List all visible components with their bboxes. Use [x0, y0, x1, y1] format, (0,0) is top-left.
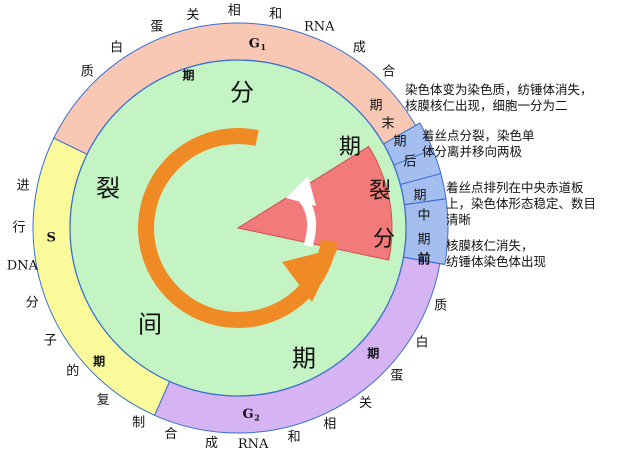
- g2-text-char: 白: [416, 334, 429, 350]
- g2-text-char: 质: [434, 298, 447, 313]
- g1-text-char: 相: [228, 4, 241, 19]
- mitosis-char: 分: [373, 227, 395, 252]
- g1-subscript: 1: [261, 42, 267, 52]
- interphase-char: 分: [230, 79, 254, 107]
- g1-text-char: 和: [269, 7, 282, 22]
- stage-label-char: 中: [417, 209, 430, 224]
- s-period-label: 期: [93, 354, 105, 369]
- g2-text-char: 和: [288, 430, 301, 445]
- g2-text-char: 合: [164, 427, 177, 442]
- stage-label-char: 后: [403, 155, 416, 170]
- note-anaphase: 着丝点分裂，染色单 体分离并移向两极: [422, 128, 535, 159]
- g1-text-char: 关: [186, 8, 199, 23]
- interphase-char: 间: [138, 311, 162, 339]
- s-text-char: 复: [97, 393, 110, 408]
- g2-subscript: 2: [254, 413, 260, 423]
- g2-text-char: 关: [359, 396, 372, 411]
- s-text-char: DNA: [7, 259, 39, 274]
- g2-text-char: 蛋: [390, 368, 403, 383]
- stage-divider-0: [403, 256, 445, 265]
- stage-divider-1: [404, 198, 447, 206]
- stage-divider-2: [400, 173, 441, 186]
- interphase-char: 裂: [96, 175, 120, 203]
- stage-label-char: 前: [417, 252, 430, 268]
- cycle-arrow-arc: [138, 128, 338, 328]
- stage-label-char: 期: [393, 135, 406, 150]
- stage-divider-3: [393, 148, 433, 166]
- s-text-char: 制: [132, 416, 145, 431]
- g1-text-char: 合: [382, 64, 395, 79]
- s-text-char: 的: [66, 363, 79, 379]
- cycle-arrow-head: [282, 248, 338, 302]
- g1-text-char: RNA: [304, 19, 335, 34]
- stage-label-char: 期: [369, 99, 382, 114]
- stage-label-char: 末: [381, 117, 394, 132]
- g1-period-label: 期: [183, 67, 195, 82]
- stage-label-char: 期: [413, 189, 426, 204]
- stage-divider-4: [383, 122, 421, 145]
- g1-text-char: 白: [110, 40, 123, 56]
- g2-period-label: 期: [367, 346, 379, 361]
- interphase-char: 期: [292, 345, 316, 373]
- mitosis-arrow-head: [286, 176, 316, 206]
- g2-text-char: 相: [323, 417, 336, 432]
- g1-text-char: 蛋: [150, 19, 163, 34]
- g2-text-char: 成: [205, 436, 218, 451]
- s-text-char: 子: [44, 333, 57, 348]
- note-metaphase: 着丝点排列在中央赤道板 上，染色体形态稳定、数目 清晰: [446, 180, 597, 227]
- s-text-char: 分: [26, 295, 39, 310]
- inner-ring-border: [69, 59, 407, 397]
- s-text-char: 行: [12, 221, 25, 236]
- g1-label: G: [249, 37, 260, 52]
- note-prophase: 核膜核仁消失， 纺锤体染色体出现: [446, 238, 547, 269]
- mitosis-char: 期: [339, 135, 361, 160]
- s-text-char: 进: [17, 179, 30, 194]
- g1-text-char: 成: [353, 41, 366, 56]
- s-label: S: [47, 230, 56, 245]
- g2-text-char: RNA: [238, 437, 269, 452]
- mitosis-char: 裂: [369, 179, 391, 204]
- g1-text-char: 质: [81, 64, 94, 79]
- note-telophase: 染色体变为染色质，纺锤体消失， 核膜核仁出现，细胞一分为二: [405, 82, 593, 113]
- stage-label-char: 期: [417, 233, 430, 248]
- g2-label: G: [242, 407, 253, 422]
